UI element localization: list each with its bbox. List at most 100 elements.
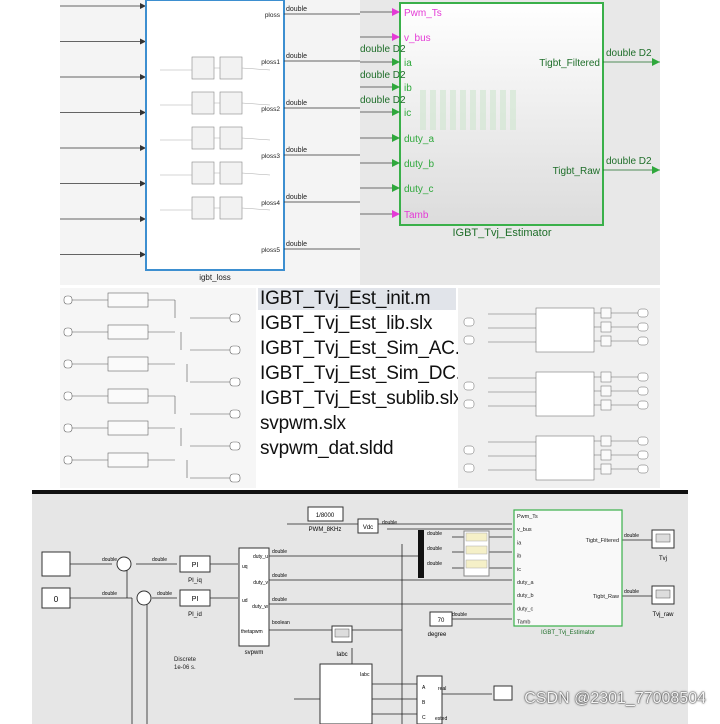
measurement-scope[interactable] [493, 685, 513, 701]
step-block[interactable] [41, 551, 71, 577]
estimator-output-port: Tigbt_Raw [553, 166, 601, 177]
zero-constant-value: 0 [54, 595, 59, 604]
svg-text:duty_u: duty_u [253, 554, 268, 560]
sim-estimator-input: duty_a [517, 580, 534, 586]
estimator-input-port: Pwm_Ts [404, 8, 442, 19]
estimator-label: IGBT_Tvj_Estimator [452, 227, 551, 239]
pi-iq-block[interactable] [179, 555, 211, 573]
signal-type-label: double [286, 147, 307, 154]
igbt-loss-output-port: ploss3 [261, 153, 280, 160]
measurement-block[interactable] [416, 675, 443, 724]
sim-estimator-input: duty_b [517, 593, 534, 599]
svg-text:ested: ested [435, 716, 447, 722]
signal-type-label: double D2 [606, 156, 652, 167]
tvj-raw-label: Tvj_raw [652, 612, 674, 618]
sum-block-iq[interactable] [116, 556, 132, 572]
svg-text:double: double [157, 591, 172, 597]
svg-text:PI: PI [192, 562, 199, 569]
file-item[interactable]: svpwm.slx [260, 413, 346, 434]
signal-type-label: double D2 [360, 70, 406, 81]
boolean-label: boolean [272, 620, 290, 626]
svg-text:thetapwm: thetapwm [241, 629, 263, 635]
sim-estimator-input: ib [517, 554, 521, 560]
file-item[interactable]: svpwm_dat.sldd [260, 438, 394, 459]
svg-text:real: real [438, 686, 446, 692]
powergui-discrete[interactable]: Discrete [174, 657, 197, 663]
phase-detail-panel [458, 288, 660, 488]
motor-block[interactable] [319, 663, 373, 724]
svg-text:double: double [102, 557, 117, 563]
igbt-loss-canvas: k_onk_offic_THaic_TLaic_THbic_TLbic_THci… [60, 0, 360, 282]
degree-label: degree [428, 632, 447, 638]
sim-estimator-label: IGBT_Tvj_Estimator [541, 630, 595, 636]
estimator-output-port: Tigbt_Filtered [539, 58, 600, 69]
igbt-loss-output-port: ploss5 [261, 247, 280, 254]
pi-id-label: PI_id [188, 612, 202, 618]
svg-text:double: double [272, 573, 287, 579]
svg-text:double: double [102, 591, 117, 597]
svg-text:1/8000: 1/8000 [316, 513, 335, 519]
file-item[interactable]: IGBT_Tvj_Est_Sim_DC.slx [260, 363, 484, 384]
estimator-input-port: duty_c [404, 184, 433, 195]
signal-type-label: double [286, 194, 307, 201]
zero-constant-block[interactable] [41, 587, 71, 609]
sim-estimator-input: duty_c [517, 606, 533, 612]
estimator-input-port: Tamb [404, 210, 429, 221]
mux-block[interactable] [418, 530, 424, 578]
svg-text:double: double [427, 561, 442, 567]
degree-constant-block[interactable] [429, 611, 453, 627]
wiring-detail-canvas [63, 292, 241, 483]
igbt-loss-diagram-panel: k_onk_offic_THaic_TLaic_THbic_TLbic_THci… [60, 0, 360, 285]
pwm-label: PWM_8KHz [309, 527, 342, 533]
sim-estimator-input: ic [517, 567, 521, 573]
igbt-loss-output-port: ploss2 [261, 106, 280, 113]
svg-text:ud: ud [242, 598, 248, 604]
file-item[interactable]: IGBT_Tvj_Est_Sim_AC.slx [260, 338, 483, 359]
vdc-block[interactable] [357, 518, 379, 534]
svg-text:Vdc: Vdc [363, 525, 373, 531]
svg-text:double: double [382, 520, 397, 526]
wiring-detail-panel [60, 288, 256, 488]
sum-block-id[interactable] [136, 590, 152, 606]
sim-model-canvas: 0 PI PI_iq PI PI_id svpwm uq ud thetapwm… [41, 506, 675, 724]
pi-id-block[interactable] [179, 589, 211, 607]
igbt-loss-output-port: ploss [265, 12, 281, 19]
tvj-label: Tvj [659, 556, 667, 562]
signal-type-label: double [286, 6, 307, 13]
svg-text:double: double [427, 546, 442, 552]
igbt-loss-block[interactable] [145, 0, 285, 271]
powergui-sample-time: 1e-06 s. [174, 665, 196, 671]
estimator-input-port: ic [404, 108, 411, 119]
svpwm-block[interactable] [238, 547, 270, 647]
svg-text:double: double [427, 531, 442, 537]
svg-text:70: 70 [438, 618, 445, 624]
sim-estimator-input: Pwm_Ts [517, 514, 538, 520]
svg-text:double: double [624, 533, 639, 539]
svg-text:C: C [422, 715, 426, 721]
svg-text:uq: uq [242, 564, 248, 570]
estimator-input-port: duty_b [404, 159, 434, 170]
file-item[interactable]: IGBT_Tvj_Est_init.m [258, 288, 456, 310]
igbt-loss-label: igbt_loss [199, 273, 231, 282]
igbt-loss-output-port: ploss1 [261, 59, 280, 66]
sim-estimator-input: ia [517, 540, 522, 546]
signal-type-label: double [286, 241, 307, 248]
svg-text:double: double [272, 549, 287, 555]
signal-type-label: double [286, 100, 307, 107]
sim-estimator-output: Tigbt_Raw [593, 594, 619, 600]
file-item[interactable]: IGBT_Tvj_Est_lib.slx [260, 313, 433, 334]
iabc-scope-label: Iabc [336, 652, 347, 658]
svg-text:double: double [272, 597, 287, 603]
estimator-input-port: ib [404, 83, 412, 94]
svg-text:double: double [452, 612, 467, 618]
pwm-constant-block[interactable] [307, 506, 344, 522]
svg-text:PI: PI [192, 596, 199, 603]
svg-text:B: B [422, 700, 426, 706]
sim-estimator-block[interactable] [513, 509, 623, 627]
estimator-input-port: ia [404, 58, 412, 69]
file-item[interactable]: IGBT_Tvj_Est_sublib.slx [260, 388, 463, 409]
igbt-loss-output-port: ploss4 [261, 200, 280, 207]
sim-estimator-input: Tamb [517, 620, 530, 626]
svg-text:duty_w: duty_w [252, 604, 268, 610]
signal-type-label: double D2 [360, 44, 406, 55]
